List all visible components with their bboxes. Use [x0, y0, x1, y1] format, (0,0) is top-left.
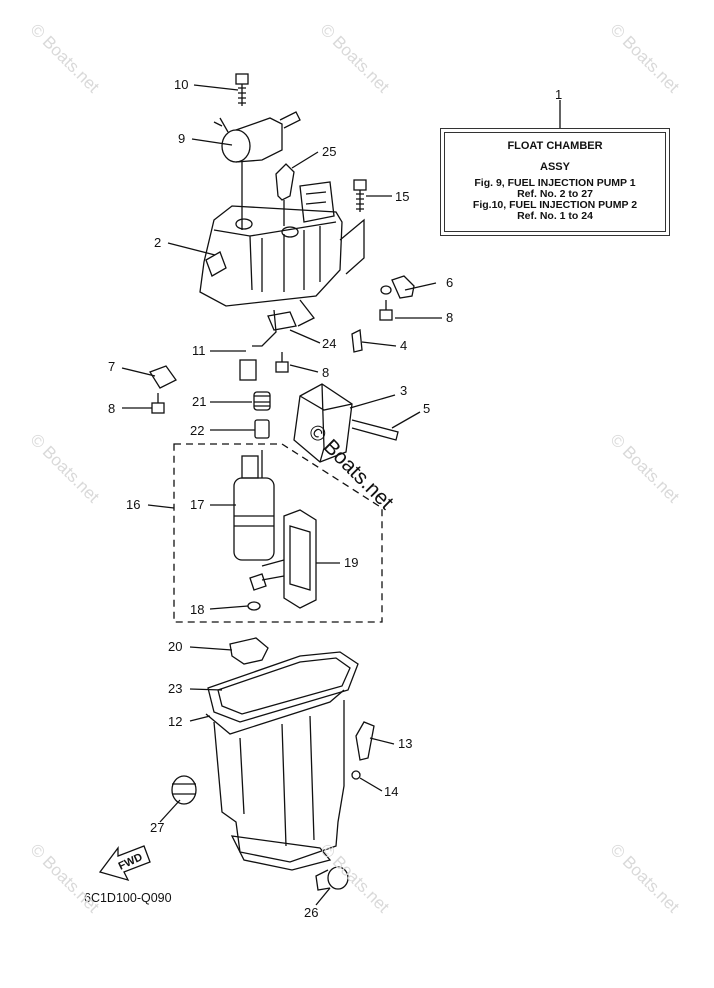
info-box-title: FLOAT CHAMBER	[507, 140, 603, 152]
callout-26: 26	[304, 905, 319, 920]
callout-25: 25	[322, 144, 337, 159]
callout-12: 12	[168, 714, 183, 729]
callout-22: 22	[190, 423, 205, 438]
callout-10: 10	[174, 77, 189, 92]
callout-18: 18	[190, 602, 205, 617]
diagram-code: 6C1D100-Q090	[84, 891, 172, 905]
info-box-inner: FLOAT CHAMBER ASSY Fig. 9, FUEL INJECTIO…	[444, 132, 666, 232]
callout-8: 8	[446, 310, 454, 325]
info-box-line-2: Ref. No. 2 to 27	[517, 188, 593, 200]
callout-5: 5	[423, 401, 431, 416]
info-box-line-1: Fig. 9, FUEL INJECTION PUMP 1	[474, 177, 636, 189]
callout-8b: 8	[322, 365, 330, 380]
callout-7: 7	[108, 359, 116, 374]
callout-17: 17	[190, 497, 205, 512]
info-box: FLOAT CHAMBER ASSY Fig. 9, FUEL INJECTIO…	[440, 128, 670, 236]
callout-6: 6	[446, 275, 454, 290]
callout-13: 13	[398, 736, 413, 751]
callout-20: 20	[168, 639, 183, 654]
callout-24: 24	[322, 336, 337, 351]
callout-2: 2	[154, 235, 162, 250]
callout-23: 23	[168, 681, 183, 696]
callout-11: 11	[192, 343, 206, 358]
callout-14: 14	[384, 784, 399, 799]
callout-16: 16	[126, 497, 141, 512]
info-box-line-3: Fig.10, FUEL INJECTION PUMP 2	[472, 199, 638, 211]
callout-27: 27	[150, 820, 165, 835]
info-box-subtitle: ASSY	[540, 161, 570, 173]
callout-19: 19	[344, 555, 359, 570]
callout-4: 4	[400, 338, 408, 353]
callout-9: 9	[178, 131, 186, 146]
callout-1: 1	[555, 87, 563, 102]
callout-8c: 8	[108, 401, 116, 416]
callout-3: 3	[400, 383, 408, 398]
info-box-line-4: Ref. No. 1 to 24	[517, 210, 593, 222]
callout-21: 21	[192, 394, 207, 409]
callout-15: 15	[395, 189, 410, 204]
